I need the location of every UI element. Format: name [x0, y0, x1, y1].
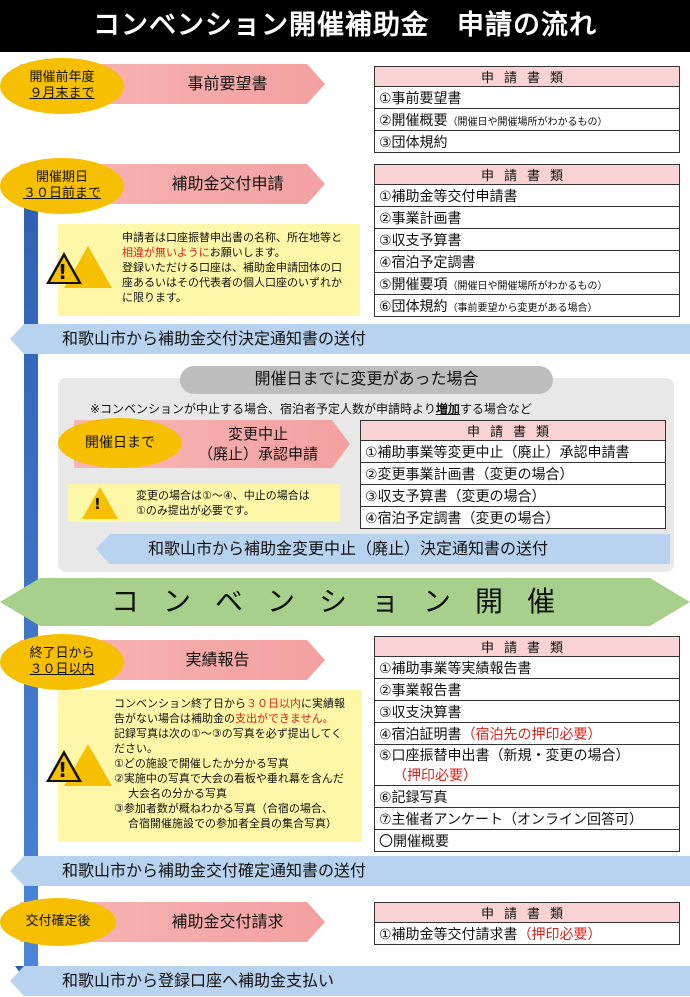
warning-icon: !	[82, 487, 118, 519]
docs-header: 申請書類	[374, 636, 680, 657]
doc-item: ②事業計画書	[374, 206, 680, 229]
deadline-badge: 開催前年度 ９月末まで	[0, 58, 124, 114]
doc-item: ④宿泊予定調書（変更の場合）	[360, 506, 666, 529]
doc-item: ③収支決算書	[374, 700, 680, 723]
step-label: 補助金交付申請	[171, 174, 284, 193]
docs-table: 申請書類 ①補助金等交付申請書 ②事業計画書 ③収支予算書 ④宿泊予定調書 ⑤開…	[374, 164, 680, 317]
docs-header: 申請書類	[374, 902, 680, 923]
notification-band: 和歌山市から補助金交付決定通知書の送付	[10, 324, 690, 354]
doc-item: ⑤開催要項（開催日や開催場所がわかるもの）	[374, 272, 680, 295]
doc-item: ④宿泊予定調書	[374, 250, 680, 273]
timeline-arrow	[24, 180, 38, 970]
doc-item: ⑥団体規約（事前要望から変更がある場合）	[374, 294, 680, 317]
badge-line: 終了日から	[29, 646, 95, 661]
doc-item: ①補助金等交付請求書（押印必要）	[374, 922, 680, 945]
doc-item: ②変更事業計画書（変更の場合）	[360, 462, 666, 485]
deadline-badge: 開催期日 ３０日前まで	[0, 158, 124, 214]
notice-text: コンベンション終了日から３０日以内に実績報 告がない場合は補助金の支出ができませ…	[114, 697, 345, 830]
deadline-badge: 開催日まで	[58, 418, 182, 468]
notice-box: ! 申請者は口座振替申出書の名称、所在地等と 相違が無いようにお願いします。 登…	[46, 224, 360, 316]
notice-text: 変更の場合は①～④、中止の場合は ①のみ提出が必要です。	[136, 489, 310, 517]
doc-item: ①補助事業等実績報告書	[374, 656, 680, 679]
warning-icon: !	[46, 246, 112, 288]
convention-banner: コンベンション開催	[0, 578, 690, 626]
doc-item: ③団体規約	[374, 130, 680, 153]
docs-table: 申請書類 ①事前要望書 ②開催概要（開催日や開催場所がわかるもの） ③団体規約	[374, 66, 680, 153]
doc-item: ①事前要望書	[374, 86, 680, 109]
docs-table: 申請書類 ①補助金等交付請求書（押印必要）	[374, 902, 680, 945]
page-title: コンベンション開催補助金 申請の流れ	[0, 0, 690, 52]
doc-item: ②事業報告書	[374, 678, 680, 701]
notice-box: ! コンベンション終了日から３０日以内に実績報 告がない場合は補助金の支出ができ…	[46, 690, 362, 842]
doc-item: ③収支予算書（変更の場合）	[360, 484, 666, 507]
docs-header: 申請書類	[374, 164, 680, 185]
docs-header: 申請書類	[374, 66, 680, 87]
notification-band: 和歌山市から補助金変更中止（廃止）決定通知書の送付	[96, 534, 670, 564]
doc-item: ⑦主催者アンケート（オンライン回答可）	[374, 807, 680, 830]
step-label: 事前要望書	[187, 74, 268, 93]
doc-item: ①補助金等交付申請書	[374, 184, 680, 207]
notification-band: 和歌山市から補助金交付確定通知書の送付	[10, 856, 690, 886]
badge-line: 開催期日	[35, 170, 88, 185]
change-note: ※コンベンションが中止する場合、宿泊者予定人数が申請時より増加する場合など	[90, 402, 532, 416]
badge-line: ９月末まで	[29, 86, 95, 101]
step-label: 実績報告	[185, 650, 250, 669]
notification-band: 和歌山市から登録口座へ補助金支払い	[10, 966, 690, 996]
doc-item: ⑤口座振替申出書（新規・変更の場合）（押印必要）	[374, 744, 680, 786]
doc-item: ④宿泊証明書（宿泊先の押印必要）	[374, 722, 680, 745]
doc-item: ②開催概要（開催日や開催場所がわかるもの）	[374, 108, 680, 131]
docs-table: 申請書類 ①補助事業等実績報告書 ②事業報告書 ③収支決算書 ④宿泊証明書（宿泊…	[374, 636, 680, 852]
deadline-badge: 交付確定後	[0, 898, 116, 946]
badge-line: ３０日以内	[29, 662, 95, 677]
badge-line: 開催前年度	[29, 70, 95, 85]
doc-item: ⑥記録写真	[374, 785, 680, 808]
notice-box: ! 変更の場合は①～④、中止の場合は ①のみ提出が必要です。	[68, 484, 340, 522]
doc-item: ③収支予算書	[374, 228, 680, 251]
step-label: 変更中止 （廃止）承認申請	[197, 425, 318, 463]
change-heading: 開催日までに変更があった場合	[180, 366, 553, 394]
notice-text: 申請者は口座振替申出書の名称、所在地等と 相違が無いようにお願いします。 登録い…	[122, 231, 342, 304]
doc-item: 〇開催概要	[374, 829, 680, 852]
deadline-badge: 終了日から ３０日以内	[0, 634, 124, 690]
docs-table: 申請書類 ①補助事業等変更中止（廃止）承認申請書 ②変更事業計画書（変更の場合）…	[360, 420, 666, 529]
docs-header: 申請書類	[360, 420, 666, 441]
doc-item: ①補助事業等変更中止（廃止）承認申請書	[360, 440, 666, 463]
step-label: 補助金交付請求	[171, 912, 284, 931]
warning-icon: !	[46, 744, 112, 786]
badge-line: ３０日前まで	[22, 186, 101, 201]
